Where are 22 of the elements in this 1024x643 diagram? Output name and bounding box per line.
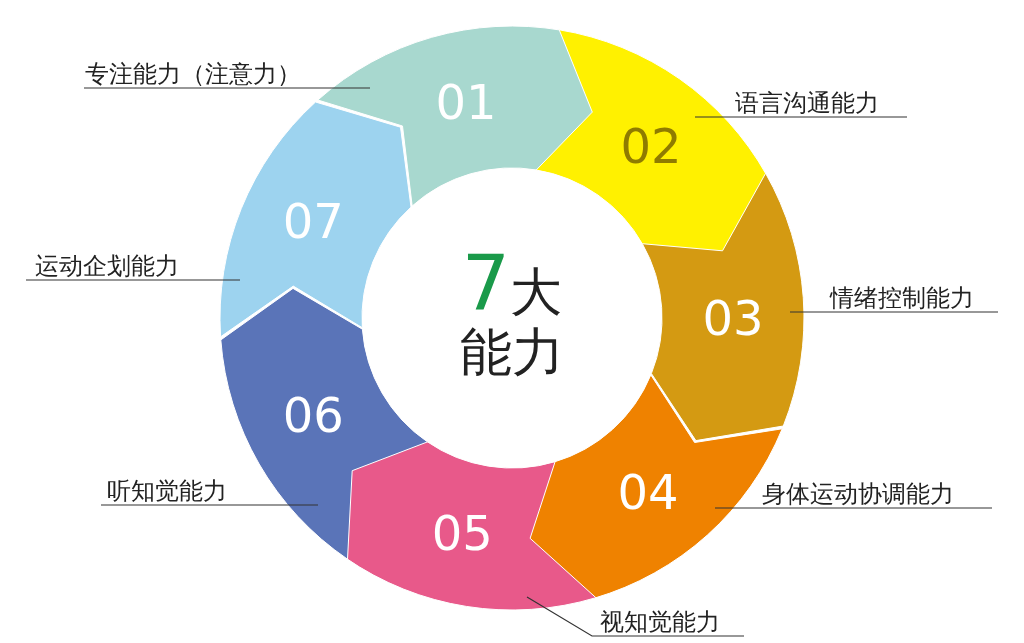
ability-label: 听知觉能力 — [99, 476, 249, 506]
ability-label: 身体运动协调能力 — [762, 479, 996, 509]
leader-line — [100, 504, 319, 506]
ability-label: 语言沟通能力 — [735, 88, 910, 118]
leader-line — [714, 507, 993, 509]
leader-line — [83, 87, 371, 89]
segment-number: 05 — [431, 505, 493, 562]
segment-number: 06 — [282, 386, 344, 443]
segment-number: 01 — [435, 73, 497, 130]
leader-line — [789, 311, 999, 313]
ability-label: 视知觉能力 — [600, 607, 748, 637]
leader-line — [25, 279, 241, 281]
segment-number: 07 — [282, 193, 344, 250]
segment-number: 04 — [617, 464, 679, 521]
segment-number: 02 — [620, 118, 682, 175]
ability-label: 专注能力（注意力） — [83, 59, 343, 89]
ability-label: 运动企划能力 — [24, 251, 204, 281]
ability-label: 情绪控制能力 — [830, 283, 1010, 313]
center-title: 7大能力 — [459, 254, 565, 382]
leader-line — [526, 596, 745, 637]
segment-number: 03 — [702, 290, 764, 346]
leader-line — [694, 116, 908, 118]
